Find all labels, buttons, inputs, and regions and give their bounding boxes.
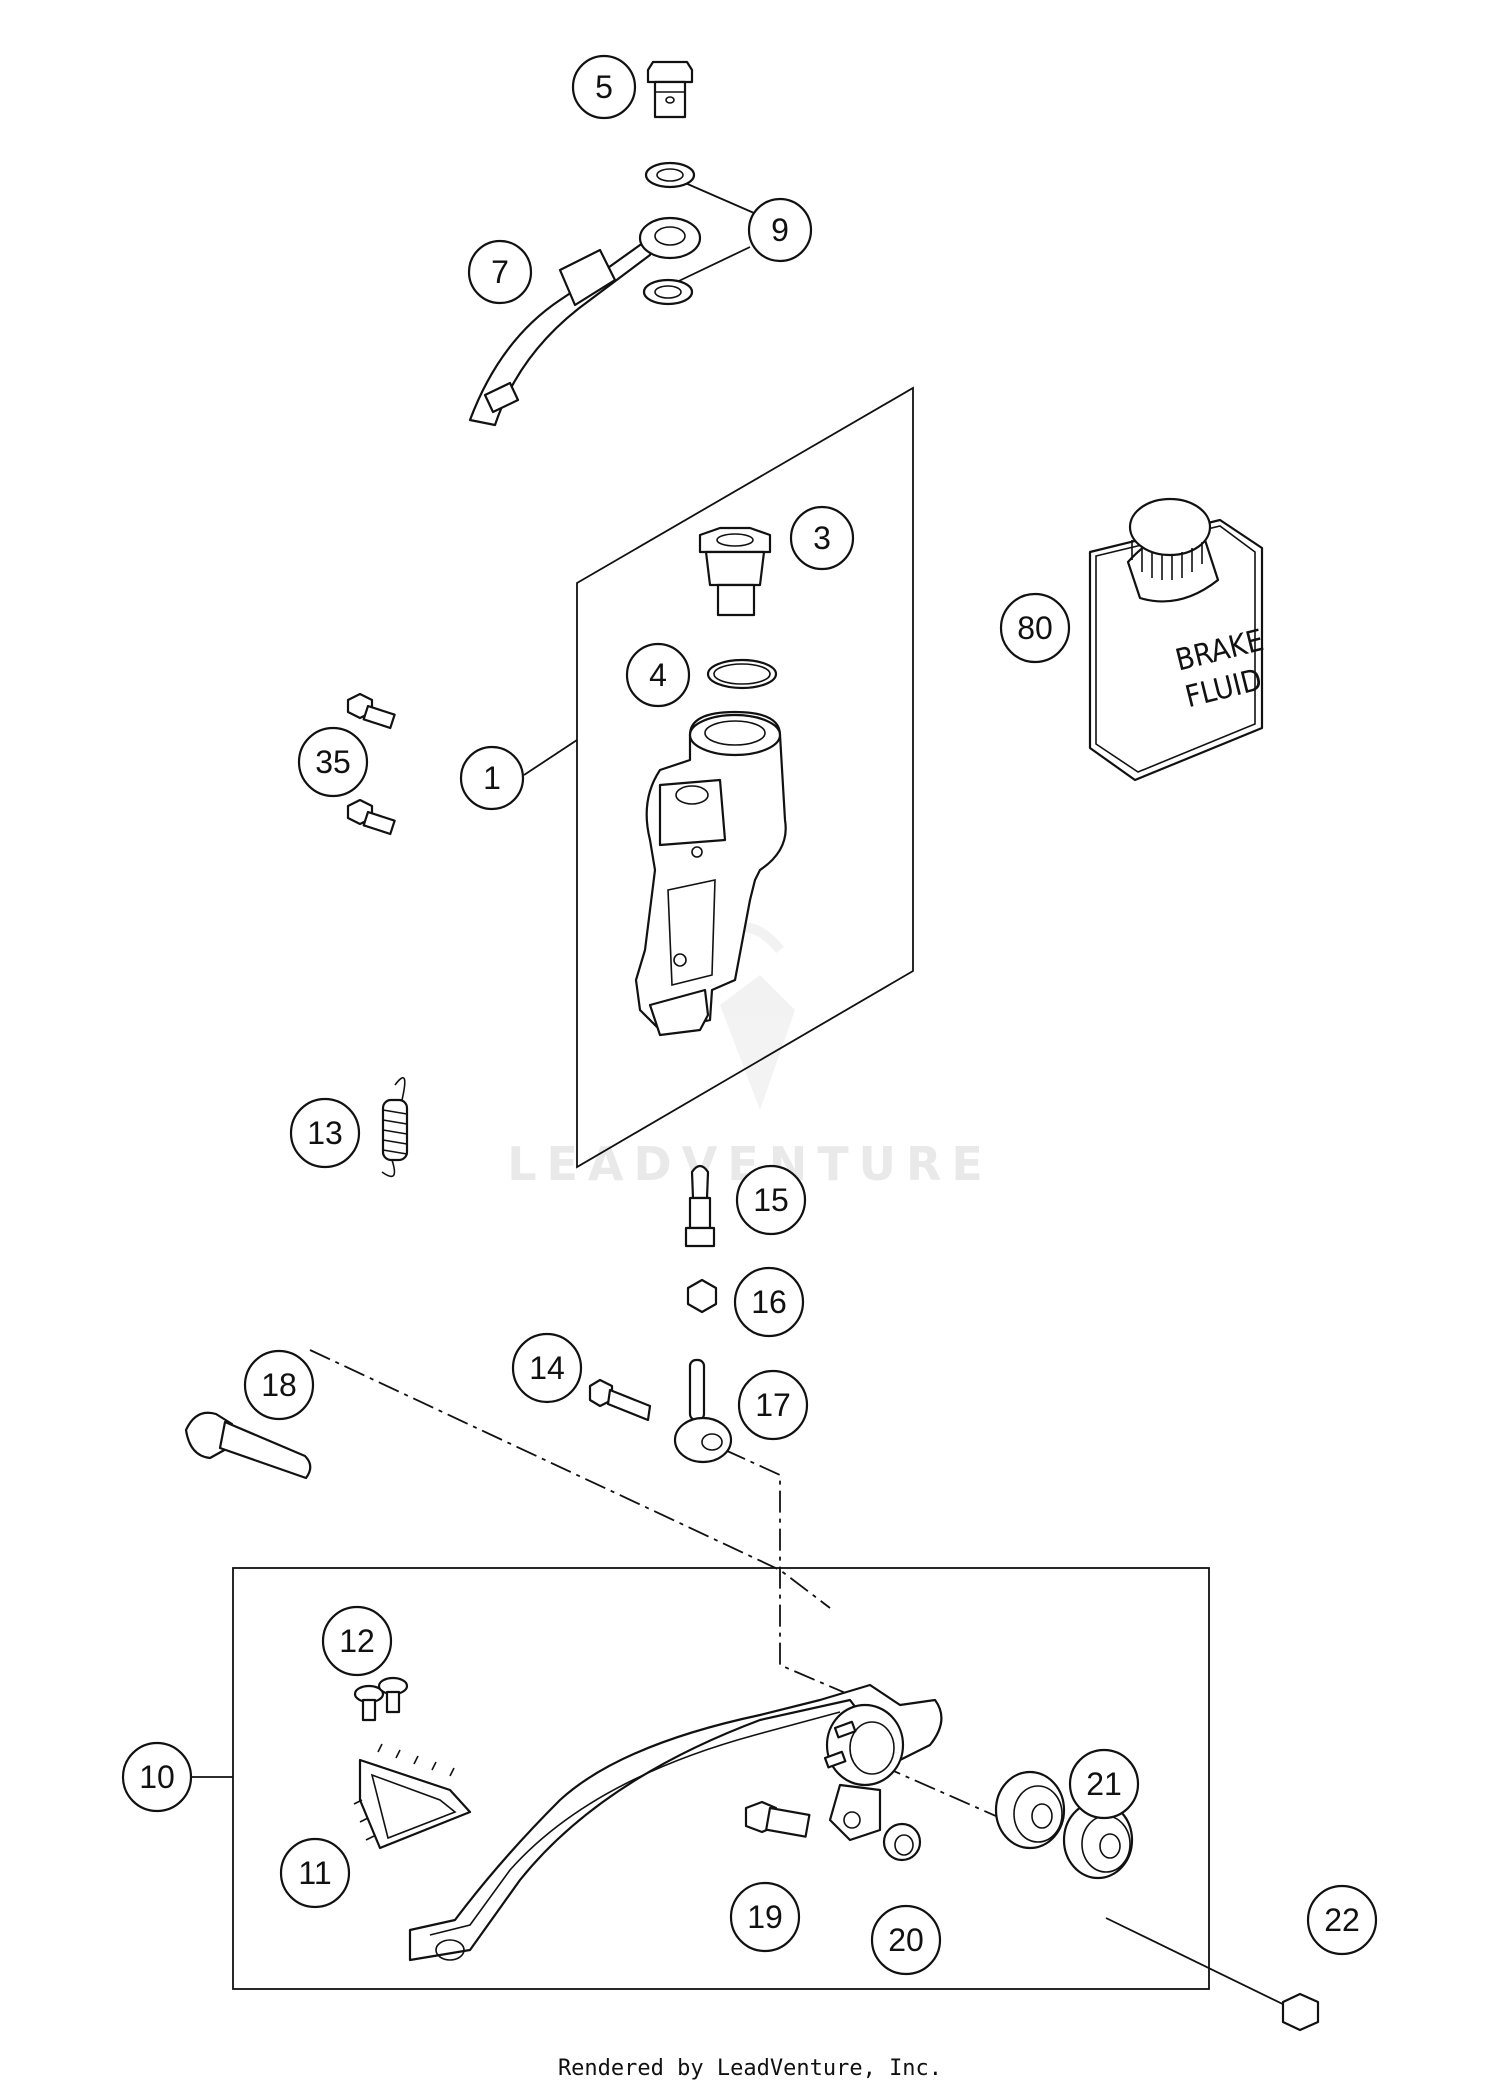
svg-text:80: 80 xyxy=(1017,610,1053,646)
callout-14: 14 xyxy=(511,1332,583,1404)
callout-17: 17 xyxy=(737,1369,809,1441)
rivet-left-part xyxy=(353,1684,385,1722)
flange-nut-part xyxy=(1281,1992,1320,2032)
footer-credit: Rendered by LeadVenture, Inc. xyxy=(557,2056,943,2081)
svg-text:13: 13 xyxy=(307,1115,343,1151)
callout-80: 80 xyxy=(999,592,1071,664)
master-cylinder-part xyxy=(634,710,787,1037)
svg-text:1: 1 xyxy=(483,760,501,796)
svg-text:11: 11 xyxy=(298,1855,331,1891)
callout-22: 22 xyxy=(1306,1884,1378,1956)
washer-upper-part xyxy=(644,161,696,189)
callout-10: 10 xyxy=(121,1741,193,1813)
svg-text:35: 35 xyxy=(315,744,351,780)
callout-20: 20 xyxy=(870,1904,942,1976)
bushing-part xyxy=(882,1822,922,1862)
svg-text:15: 15 xyxy=(753,1182,789,1218)
return-spring-part xyxy=(381,1076,409,1178)
callout-5: 5 xyxy=(571,54,637,120)
group-box-brake-pedal xyxy=(232,1567,1210,1990)
callout-19: 19 xyxy=(729,1881,801,1953)
callout-13: 13 xyxy=(289,1097,361,1169)
bearing-left-part xyxy=(994,1770,1066,1850)
svg-text:18: 18 xyxy=(261,1367,297,1403)
callout-15: 15 xyxy=(735,1164,807,1236)
callout-9: 9 xyxy=(747,197,813,263)
assembly-lines xyxy=(309,1349,1006,1821)
svg-text:22: 22 xyxy=(1324,1902,1360,1938)
washer-lower-part xyxy=(642,278,694,306)
banjo-bolt-part xyxy=(646,60,694,119)
callout-35: 35 xyxy=(297,726,369,798)
callout-21: 21 xyxy=(1068,1748,1140,1820)
callout-12: 12 xyxy=(321,1605,393,1677)
o-ring-part xyxy=(706,658,778,690)
svg-text:20: 20 xyxy=(888,1922,924,1958)
lock-nut-part xyxy=(686,1278,718,1314)
stop-bolt-part xyxy=(744,1800,811,1838)
callout-3: 3 xyxy=(789,505,855,571)
callout-1: 1 xyxy=(459,745,525,811)
callout-18: 18 xyxy=(243,1349,315,1421)
brake-pedal-part xyxy=(408,1683,943,1962)
rivet-right-part xyxy=(377,1676,409,1714)
svg-text:4: 4 xyxy=(649,657,667,693)
svg-text:7: 7 xyxy=(491,254,509,290)
group-box-master-cylinder xyxy=(576,386,914,1169)
pedal-tip-part xyxy=(353,1743,472,1850)
brake-fluid-can-part xyxy=(1088,497,1264,782)
callout-4: 4 xyxy=(625,642,691,708)
push-rod-part xyxy=(684,1164,716,1248)
svg-text:16: 16 xyxy=(751,1284,787,1320)
clevis-part xyxy=(673,1358,733,1464)
leader-lines xyxy=(192,171,1296,2011)
clevis-bolt-part xyxy=(588,1378,652,1422)
svg-text:10: 10 xyxy=(139,1759,175,1795)
svg-text:21: 21 xyxy=(1086,1766,1122,1802)
callout-7: 7 xyxy=(467,239,533,305)
pivot-bolt-part xyxy=(184,1411,312,1480)
svg-text:9: 9 xyxy=(771,212,789,248)
bolt-upper-part xyxy=(346,692,396,730)
reservoir-plug-part xyxy=(698,526,772,617)
bolt-lower-part xyxy=(346,798,396,836)
svg-text:12: 12 xyxy=(339,1623,375,1659)
svg-text:14: 14 xyxy=(529,1350,565,1386)
svg-text:5: 5 xyxy=(595,69,613,105)
callout-11: 11 xyxy=(279,1837,351,1909)
callout-16: 16 xyxy=(733,1266,805,1338)
svg-text:17: 17 xyxy=(755,1387,791,1423)
brake-hose-part xyxy=(468,216,702,427)
svg-text:19: 19 xyxy=(747,1899,783,1935)
svg-text:3: 3 xyxy=(813,520,831,556)
